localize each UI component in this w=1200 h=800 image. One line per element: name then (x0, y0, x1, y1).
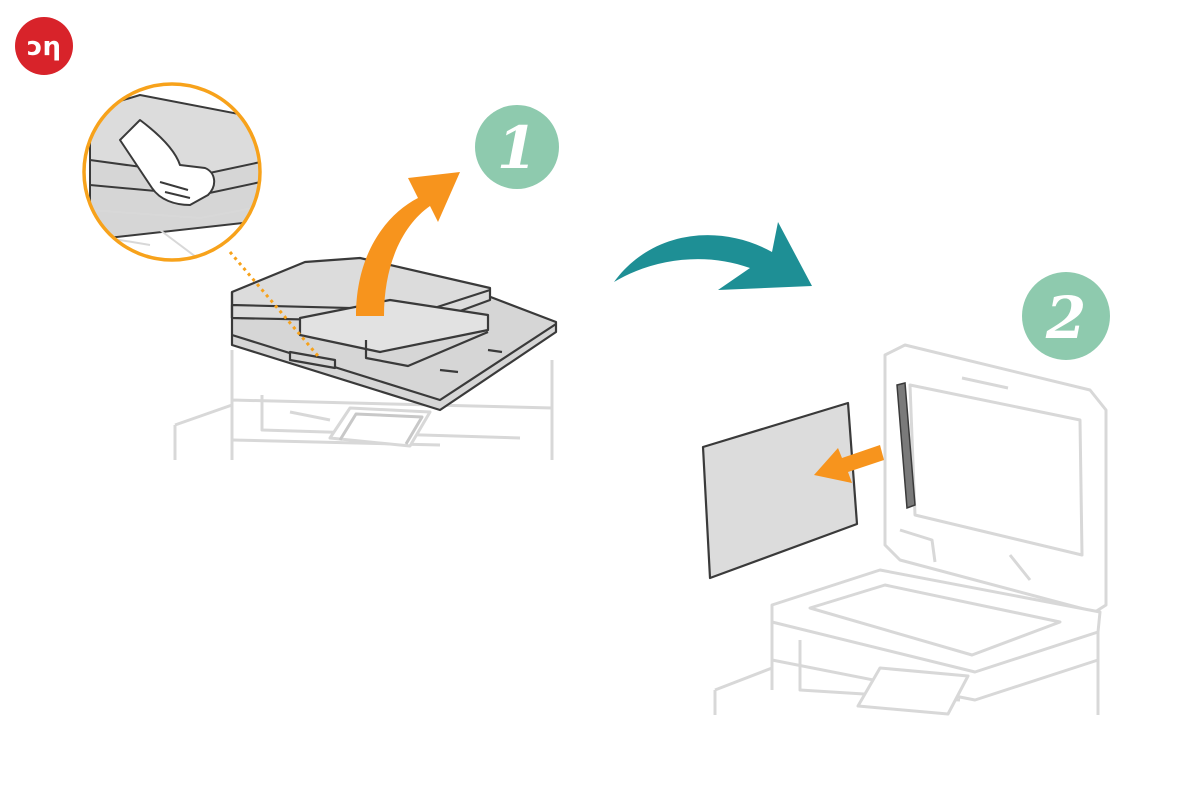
paper-sheet (701, 401, 859, 580)
control-panel-right (856, 666, 970, 716)
transition-arrow (614, 222, 812, 290)
step-2-circle (1022, 272, 1110, 360)
output-slot (260, 395, 521, 440)
logo-circle (15, 17, 73, 75)
magnifier-callout (82, 82, 320, 357)
printer-right-body (770, 622, 1100, 715)
magnified-view (89, 94, 260, 260)
step-1-number: 1 (497, 114, 537, 182)
printer-left (173, 350, 554, 460)
logo-badge: ↄη (15, 17, 73, 75)
tray-marks (439, 348, 503, 374)
scanner-glass (808, 583, 1062, 657)
magnifier-ring (82, 82, 262, 262)
lid-hinge (899, 528, 1032, 581)
scanner-strip (896, 382, 916, 510)
remove-paper-arrow (814, 445, 884, 483)
lid-handle (961, 376, 1009, 390)
callout-leader (228, 251, 320, 357)
step-1-badge: 1 (475, 105, 559, 189)
tray-lip (364, 330, 489, 368)
paper-tray (298, 298, 490, 354)
control-screen (338, 412, 424, 445)
printer-right (713, 343, 1108, 716)
step-2-number: 2 (1045, 284, 1086, 352)
scanner-lid (883, 343, 1108, 614)
logo-text: ↄη (27, 32, 61, 62)
feeder-handle (288, 350, 337, 370)
lid-pad (908, 383, 1084, 557)
hand-icon (119, 119, 216, 206)
step-1-circle (475, 105, 559, 189)
lift-arrow (356, 172, 460, 316)
step-2-badge: 2 (1022, 272, 1110, 360)
document-feeder (230, 256, 558, 412)
